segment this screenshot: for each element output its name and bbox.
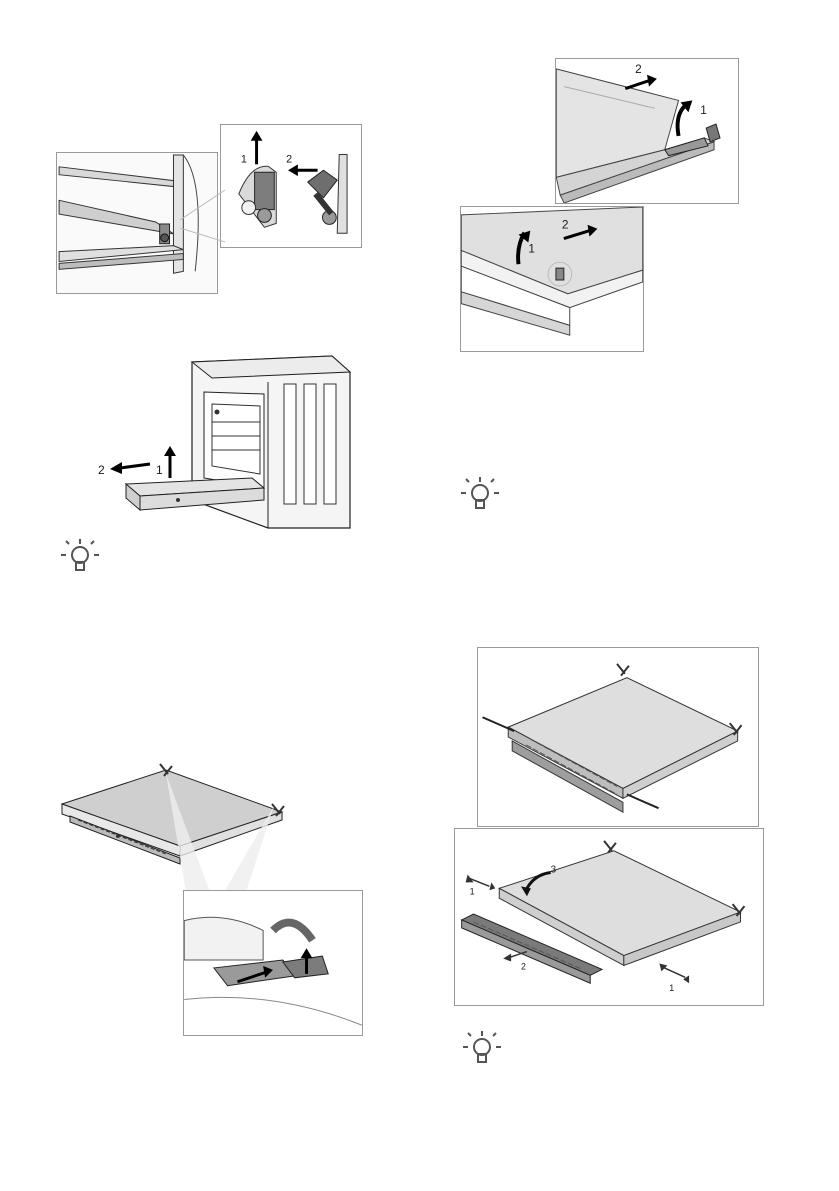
panel-step-1a-label: 1 xyxy=(470,886,475,896)
glass-lift-top-drawing: 2 1 xyxy=(556,59,738,203)
glass-top-step-2-label: 2 xyxy=(635,62,642,76)
hinge-step-1-label: 1 xyxy=(241,153,247,165)
panel-step-3-label: 3 xyxy=(551,865,557,876)
panel-disassembly-figure: 1 3 2 1 xyxy=(454,828,764,1006)
door-removal-figure: 1 2 xyxy=(92,350,362,536)
panel-assembled-figure xyxy=(477,647,759,827)
glass-lift-top-figure: 2 1 xyxy=(555,58,739,204)
clip-detail-figure xyxy=(183,890,363,1036)
clip-zoom-rays xyxy=(150,770,280,900)
door-step-1-label: 1 xyxy=(156,463,163,477)
glass-lift-bottom-drawing: 1 2 xyxy=(461,207,643,351)
glass-bottom-step-1-label: 1 xyxy=(528,241,535,255)
lightbulb-tip-icon xyxy=(58,536,102,580)
door-step-2-label: 2 xyxy=(98,463,105,477)
glass-top-step-1-label: 1 xyxy=(700,103,707,117)
hinge-detail-figure: 1 2 xyxy=(220,124,362,248)
hinge-step-2-label: 2 xyxy=(286,153,292,165)
panel-disassembly-drawing: 1 3 2 1 xyxy=(455,829,763,1005)
clip-detail-drawing xyxy=(184,891,362,1035)
zoom-rays xyxy=(180,180,225,250)
glass-lift-bottom-figure: 1 2 xyxy=(460,206,644,352)
panel-step-2-label: 2 xyxy=(521,961,526,971)
panel-assembled-drawing xyxy=(478,648,758,826)
lightbulb-tip-icon xyxy=(460,1028,504,1072)
lightbulb-tip-icon xyxy=(458,474,502,518)
glass-bottom-step-2-label: 2 xyxy=(562,218,569,232)
hinge-detail-drawing: 1 2 xyxy=(221,125,361,247)
panel-step-1b-label: 1 xyxy=(669,983,674,993)
door-removal-drawing: 1 2 xyxy=(92,350,362,536)
